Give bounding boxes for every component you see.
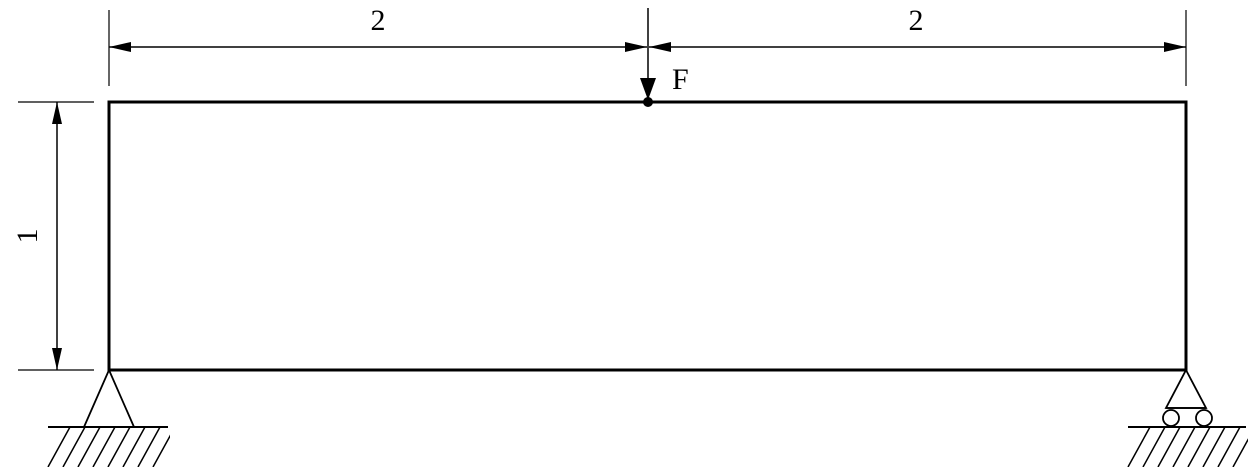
roller-wheel-left xyxy=(1162,409,1180,427)
dimension-left-span xyxy=(109,42,647,52)
ground-hatch-right xyxy=(1127,427,1248,467)
roller-wheel-right xyxy=(1195,409,1213,427)
dimension-right-span xyxy=(649,42,1186,52)
pin-support-left xyxy=(47,367,170,467)
dimension-label-height: 1 xyxy=(11,229,44,244)
dimension-height xyxy=(52,102,62,370)
load-point xyxy=(643,97,653,107)
dimension-label-left: 2 xyxy=(371,4,386,37)
load-label: F xyxy=(672,63,689,96)
ground-hatch-left xyxy=(47,427,170,467)
dimension-label-right: 2 xyxy=(909,4,924,37)
beam-body xyxy=(107,100,1188,372)
roller-support-right xyxy=(1127,368,1248,467)
load-arrow xyxy=(640,8,656,107)
